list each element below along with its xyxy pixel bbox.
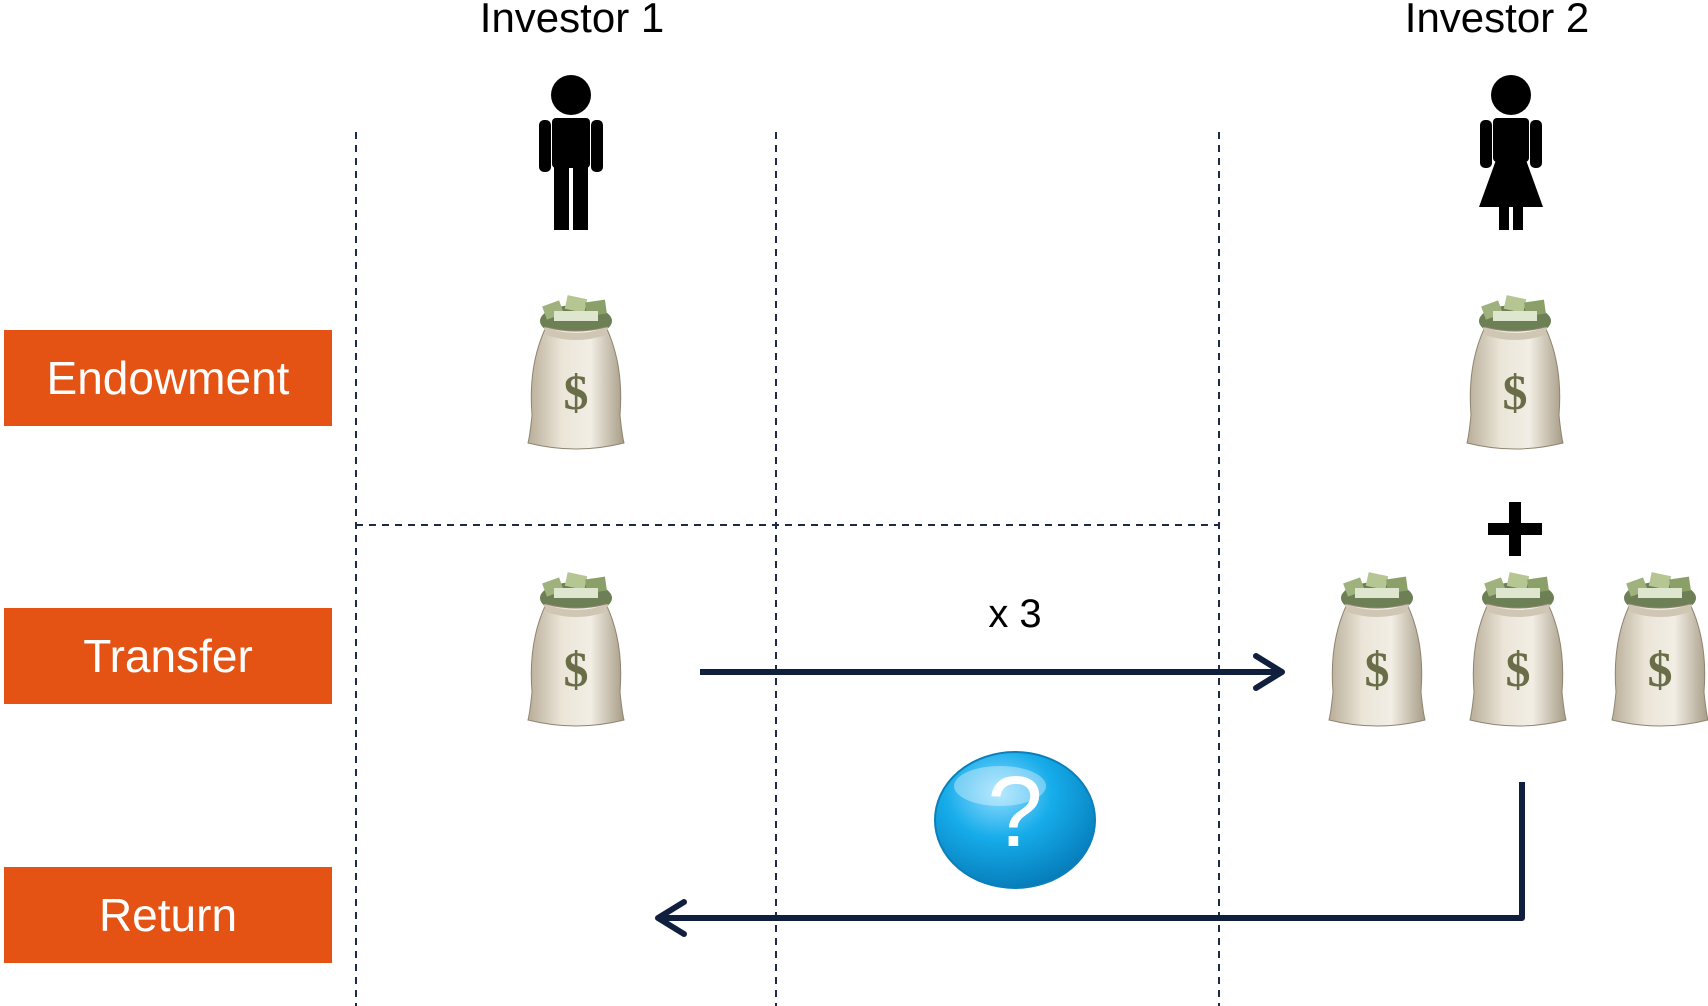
money-bag-icon (527, 571, 625, 727)
money-bag-icon (1469, 571, 1567, 727)
row-label-transfer: Transfer (4, 608, 332, 704)
money-bag-icon (1611, 571, 1708, 727)
row-label-endowment: Endowment (4, 330, 332, 426)
money-bag-icon (527, 294, 625, 450)
investor-2-title: Investor 2 (1404, 0, 1590, 41)
return-arrow (655, 782, 1525, 937)
investor-1-title: Investor 1 (479, 0, 665, 41)
transfer-arrow (700, 653, 1285, 691)
money-bag-icon (1466, 294, 1564, 450)
row-label-return: Return (4, 867, 332, 963)
plus-icon (1488, 502, 1542, 556)
question-bubble-icon (934, 751, 1096, 889)
man-icon (539, 75, 603, 230)
woman-icon (1479, 75, 1543, 230)
multiplier-label: x 3 (988, 592, 1042, 636)
question-mark: ? (987, 756, 1043, 868)
money-bag-icon (1328, 571, 1426, 727)
